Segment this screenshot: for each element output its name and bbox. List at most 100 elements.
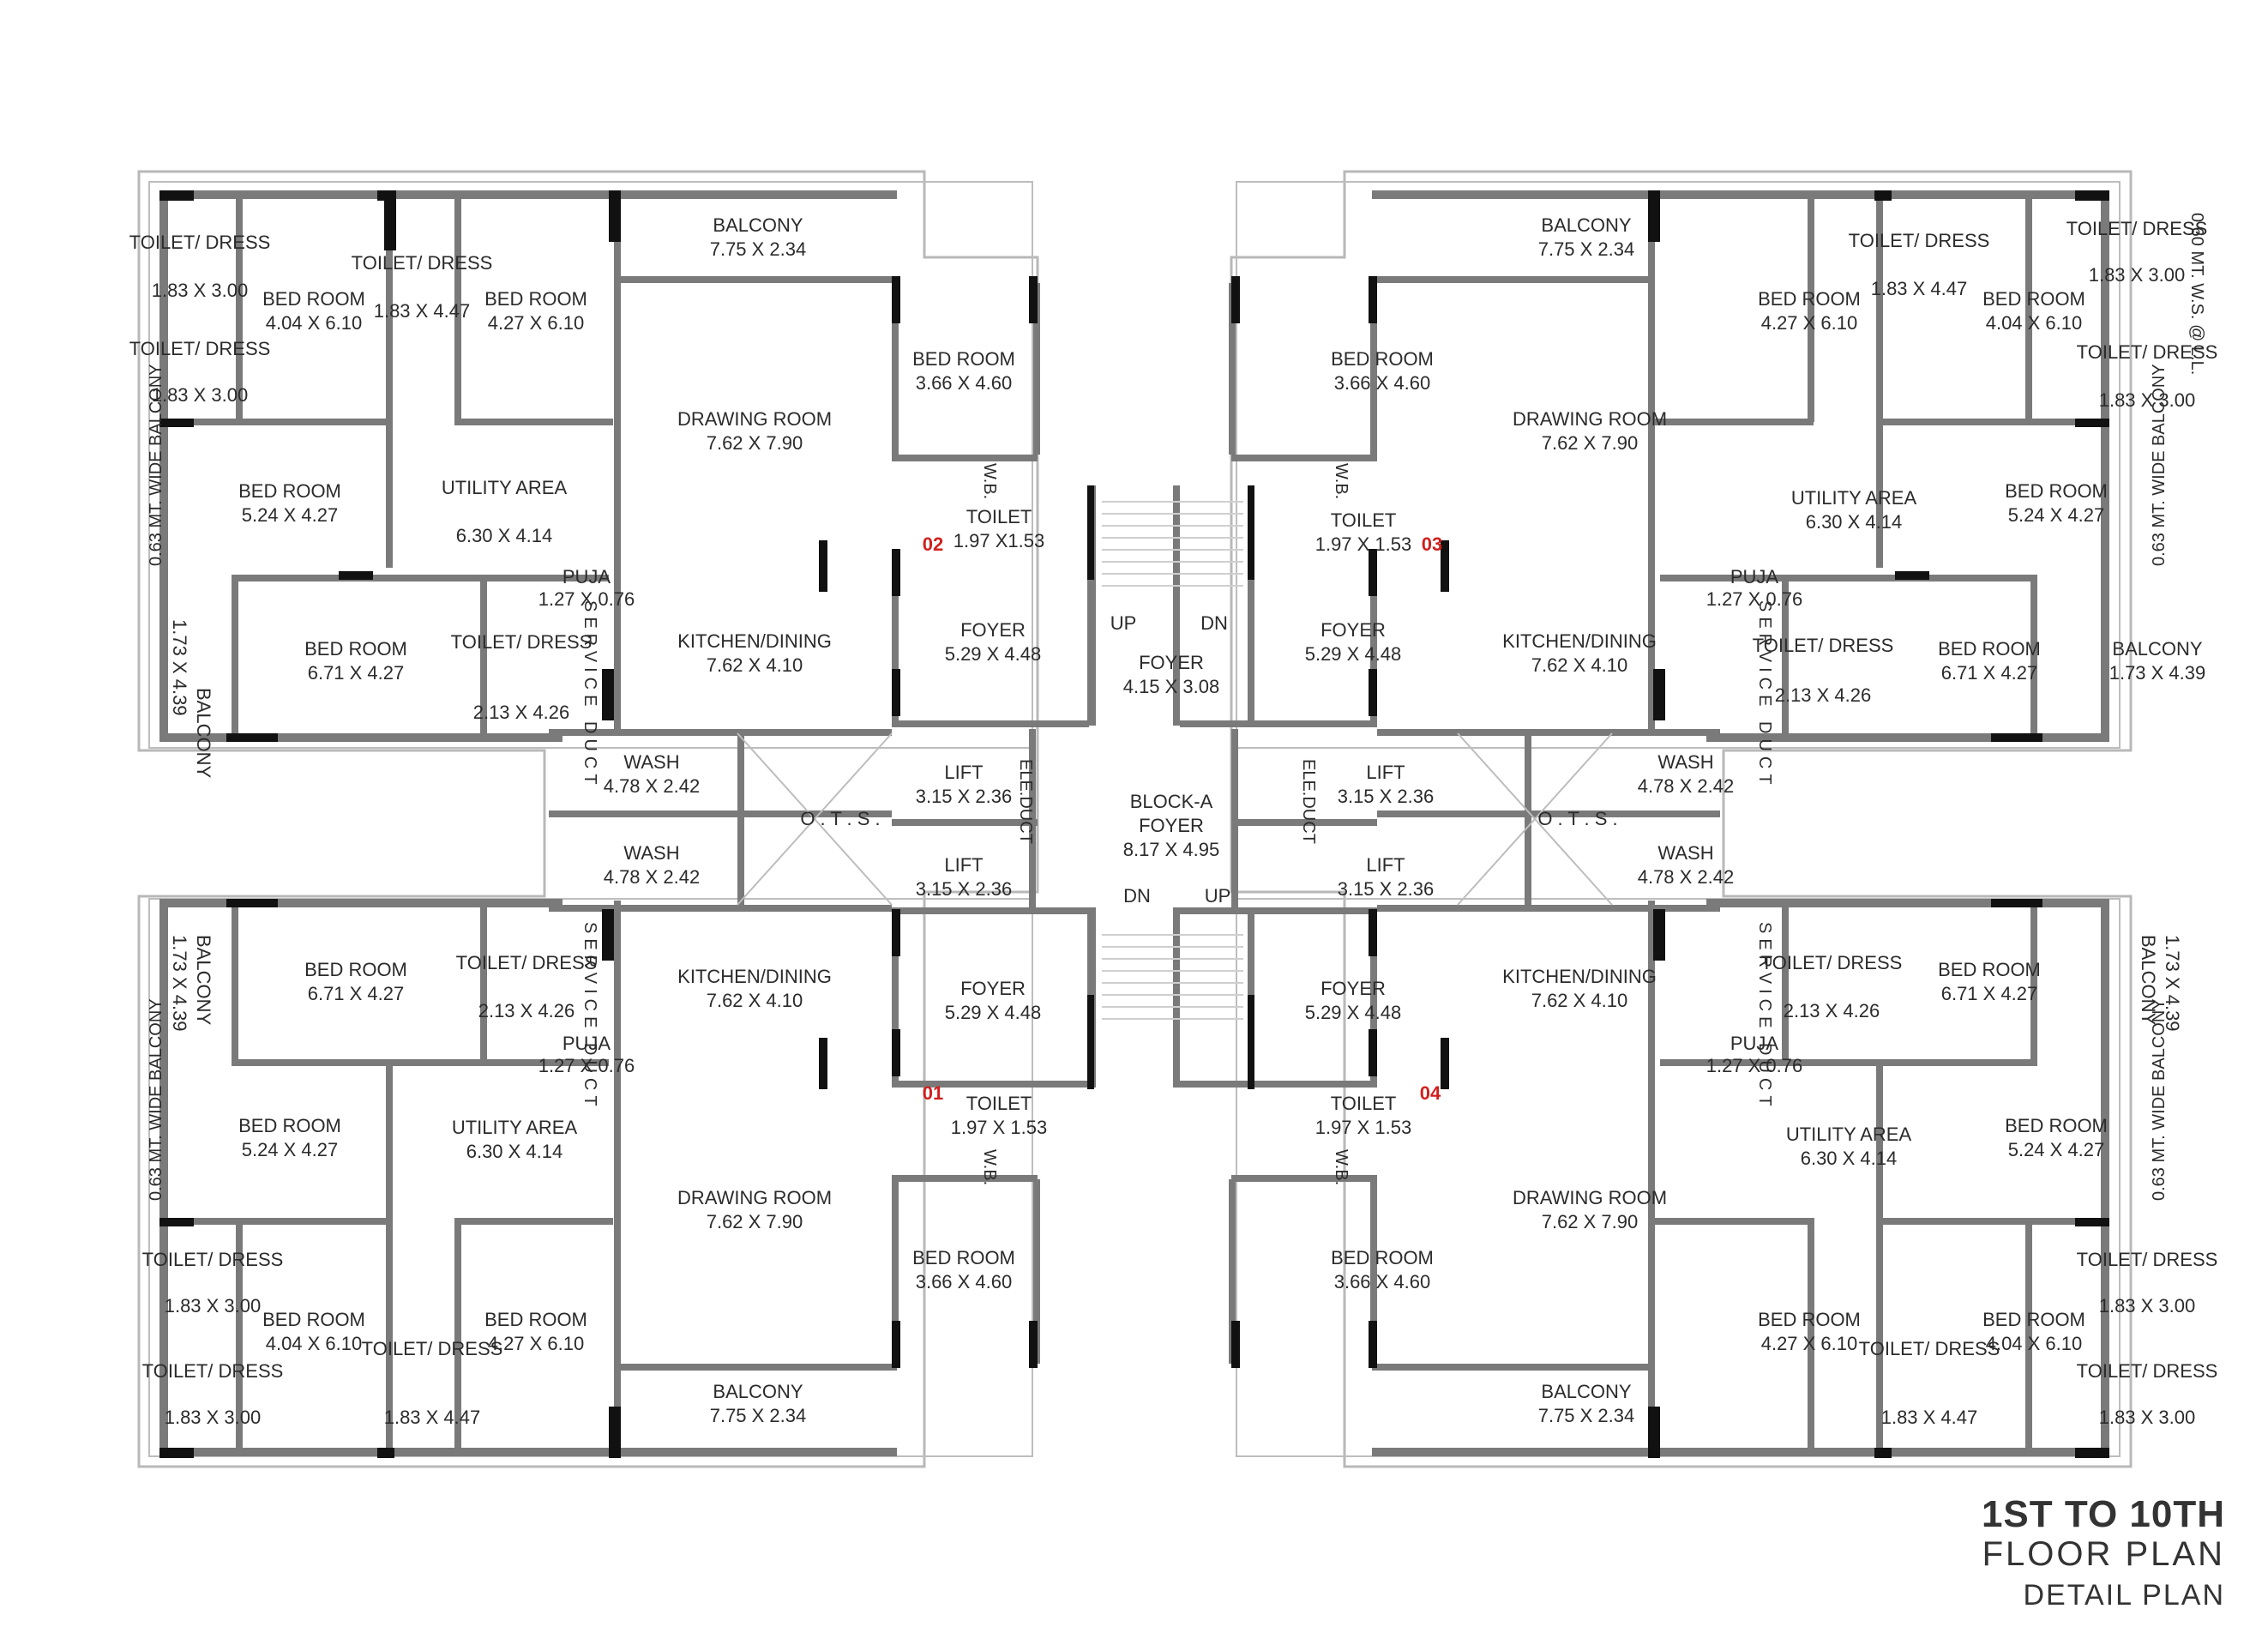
balcony-note: 0.63 MT. WIDE BALCONY — [147, 998, 165, 1201]
room-name: BED ROOM — [2005, 1115, 2108, 1136]
lift-size: 3.15 X 2.36 — [916, 878, 1013, 900]
service-duct-label: SERVICE DUCT — [1755, 922, 1774, 1112]
room-size: 5.24 X 4.27 — [242, 1139, 339, 1160]
room-size: 7.75 X 2.34 — [1538, 238, 1635, 260]
room-size: 1.97 X 1.53 — [951, 1117, 1048, 1138]
room-size: 6.71 X 4.27 — [308, 662, 405, 684]
room-size: 4.27 X 6.10 — [488, 1333, 585, 1354]
ele-duct-label: ELE.DUCT — [1299, 759, 1318, 844]
room-name: PUJA — [1730, 566, 1779, 587]
room-name: PUJA — [562, 566, 611, 587]
room-name: TOILET/ DRESS — [1859, 1338, 2000, 1359]
room-name: UTILITY AREA — [442, 477, 568, 498]
room-size: 1.83 X 4.47 — [384, 1407, 481, 1428]
balcony-note: 0.63 MT. WIDE BALCONY — [147, 364, 165, 566]
room-size: 1.97 X 1.53 — [1315, 533, 1412, 555]
room-size: 4.78 X 2.42 — [1638, 775, 1735, 797]
room-size: 4.04 X 6.10 — [1986, 1333, 2083, 1354]
room-name: BALCONY — [2138, 935, 2159, 1025]
room-size: 5.24 X 4.27 — [2008, 504, 2105, 526]
room-size: 1.73 X 4.39 — [169, 935, 190, 1032]
room-size: 1.83 X 3.00 — [2089, 264, 2186, 286]
walls — [159, 190, 2109, 1456]
room-name: PUJA — [562, 1033, 611, 1054]
room-size: 7.62 X 7.90 — [707, 1211, 803, 1232]
core-foyer-size: 4.15 X 3.08 — [1123, 676, 1220, 697]
room-size: 4.27 X 6.10 — [1761, 1333, 1858, 1354]
room-size: 3.66 X 4.60 — [916, 1271, 1013, 1292]
title-floors: 1ST TO 10TH — [1981, 1493, 2225, 1535]
room-name: BED ROOM — [1331, 348, 1434, 370]
room-name: DRAWING ROOM — [1513, 1187, 1667, 1208]
room-size: 2.13 X 4.26 — [1784, 1000, 1880, 1021]
room-name: BALCONY — [2112, 638, 2202, 660]
room-name: BED ROOM — [484, 1309, 587, 1330]
room-size: 1.27 X 0.76 — [538, 588, 635, 610]
room-name: KITCHEN/DINING — [677, 630, 832, 652]
room-name: WASH — [623, 842, 679, 864]
room-size: 7.75 X 2.34 — [1538, 1405, 1635, 1426]
room-size: 1.73 X 4.39 — [2109, 662, 2206, 684]
title-floor-plan: FLOOR PLAN — [1982, 1535, 2225, 1573]
room-size: 6.71 X 4.27 — [308, 983, 405, 1004]
room-name: UTILITY AREA — [452, 1117, 578, 1138]
up-label: UP — [1110, 612, 1137, 634]
room-size: 5.29 X 4.48 — [1305, 1002, 1402, 1023]
unit-number: 02 — [923, 533, 943, 555]
room-name: TOILET/ DRESS — [451, 631, 593, 653]
service-duct-label: SERVICE DUCT — [1755, 600, 1774, 790]
lift-name: LIFT — [944, 762, 983, 783]
stairs — [1102, 501, 1243, 1020]
room-size: 2.13 X 4.26 — [1775, 684, 1872, 706]
room-name: BED ROOM — [1938, 638, 2041, 660]
balcony-note: 0.63 MT. WIDE BALCONY — [2150, 998, 2169, 1201]
room-name: TOILET/ DRESS — [352, 252, 493, 274]
room-size: 7.62 X 7.90 — [707, 432, 803, 454]
room-size: 2.13 X 4.26 — [478, 1000, 575, 1021]
room-size: 1.83 X 3.00 — [2099, 1407, 2196, 1428]
room-name: WASH — [623, 751, 679, 773]
room-size: 7.62 X 7.90 — [1542, 1211, 1639, 1232]
room-size: 4.78 X 2.42 — [1638, 866, 1735, 888]
room-name: TOILET — [1331, 509, 1397, 531]
room-size: 4.04 X 6.10 — [266, 312, 363, 334]
unit-number: 01 — [923, 1082, 943, 1104]
room-name: TOILET — [1331, 1093, 1397, 1114]
room-name: BALCONY — [193, 688, 214, 778]
room-name: WASH — [1657, 751, 1713, 773]
room-size: 4.27 X 6.10 — [1761, 312, 1858, 334]
room-name: PUJA — [1730, 1033, 1779, 1054]
room-size: 6.71 X 4.27 — [1941, 662, 2038, 684]
room-size: 1.27 X 0.76 — [1706, 588, 1803, 610]
room-size: 7.62 X 4.10 — [707, 990, 803, 1011]
ots-shafts — [737, 732, 1613, 906]
block-sub: FOYER — [1139, 815, 1204, 836]
lift-size: 3.15 X 2.36 — [1338, 786, 1435, 807]
unit-03-labels: BALCONY 7.75 X 2.34 BED ROOM 4.27 X 6.10… — [1305, 214, 2218, 797]
ots-label: O . T . S . — [800, 808, 880, 829]
room-size: 5.29 X 4.48 — [945, 643, 1042, 665]
room-size: 1.83 X 3.00 — [2099, 1295, 2196, 1317]
room-size: 4.78 X 2.42 — [604, 775, 701, 797]
room-name: BED ROOM — [1982, 288, 2085, 310]
room-size: 7.75 X 2.34 — [710, 1405, 807, 1426]
dn-label: DN — [1123, 885, 1151, 907]
room-size: 6.30 X 4.14 — [1801, 1148, 1898, 1169]
room-size: 7.62 X 4.10 — [707, 654, 803, 676]
room-name: DRAWING ROOM — [677, 1187, 832, 1208]
room-size: 7.62 X 4.10 — [1531, 654, 1628, 676]
room-name: BALCONY — [713, 214, 803, 236]
room-name: FOYER — [1320, 978, 1386, 999]
room-size: 1.97 X1.53 — [954, 530, 1044, 551]
room-name: BED ROOM — [262, 288, 365, 310]
room-name: FOYER — [960, 619, 1026, 641]
core-foyer-name: FOYER — [1139, 652, 1204, 673]
room-name: BED ROOM — [1982, 1309, 2085, 1330]
room-name: TOILET — [966, 506, 1032, 527]
room-size: 6.71 X 4.27 — [1941, 983, 2038, 1004]
room-size: 4.27 X 6.10 — [488, 312, 585, 334]
service-duct-label: SERVICE DUCT — [581, 600, 599, 790]
unit-04-labels: BALCONY 7.75 X 2.34 BED ROOM 4.27 X 6.10… — [1305, 842, 2218, 1428]
room-name: BED ROOM — [1938, 959, 2041, 980]
